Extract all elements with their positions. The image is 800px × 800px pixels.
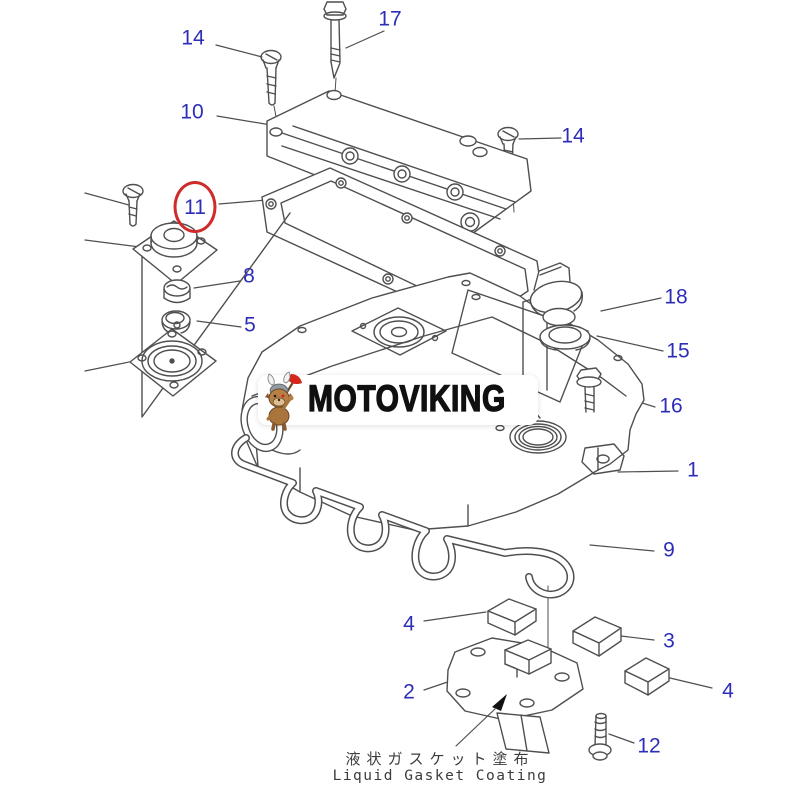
seal-15-drawing (539, 324, 591, 351)
caption-arrow (455, 694, 507, 747)
bolt-17-drawing (323, 1, 347, 79)
filler-cap-18-drawing (529, 262, 584, 327)
gasket-9-drawing (231, 434, 575, 599)
block-4-left-drawing (487, 598, 537, 636)
left-column-parts (122, 183, 291, 418)
caption-english: Liquid Gasket Coating (332, 768, 548, 784)
brand-watermark-text: MOTOVIKING (307, 379, 506, 421)
watermark-band: MOTOVIKING (258, 371, 538, 431)
block-3-drawing (572, 616, 622, 657)
bolt-12-drawing (588, 712, 612, 761)
block-4-right-drawing (624, 657, 670, 696)
leader-lines (84, 30, 713, 744)
caption-japanese: 液状ガスケット塗布 (345, 750, 535, 768)
bolt-16-drawing (576, 367, 602, 413)
screw-14-left-drawing (260, 49, 282, 106)
plate-10-drawing (266, 89, 532, 237)
viking-dog-mascot-icon (265, 371, 302, 431)
breather-plate-2-drawing (446, 637, 584, 754)
